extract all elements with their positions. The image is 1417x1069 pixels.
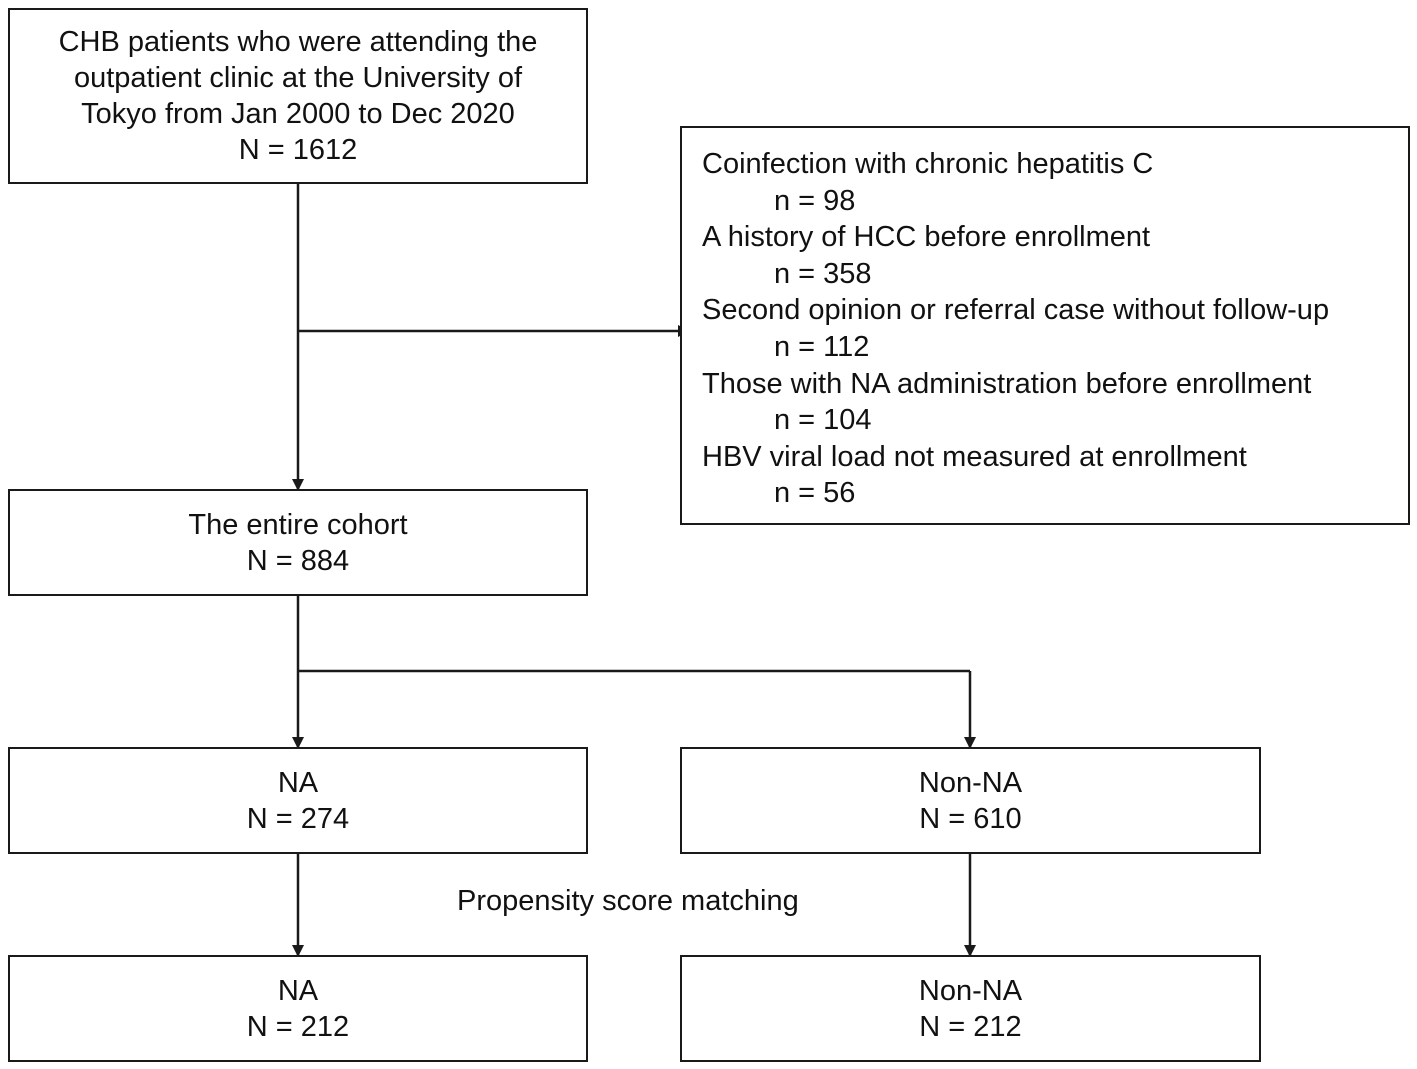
- box-entire-cohort: The entire cohort N = 884: [8, 489, 588, 596]
- exclusion-count-1: n = 98: [774, 184, 856, 217]
- non-na-group-title: Non-NA: [918, 766, 1023, 799]
- box-na-matched: NA N = 212: [8, 955, 588, 1062]
- non-na-matched-count: N = 212: [919, 1010, 1022, 1043]
- exclusion-reason-3: Second opinion or referral case without …: [702, 294, 1330, 327]
- na-matched-title: NA: [277, 974, 319, 1007]
- box-na-group: NA N = 274: [8, 747, 588, 854]
- na-group-title: NA: [277, 766, 319, 799]
- exclusion-reason-5: HBV viral load not measured at enrollmen…: [702, 440, 1247, 473]
- non-na-matched-title: Non-NA: [918, 974, 1023, 1007]
- box-initial-population: CHB patients who were attending the outp…: [8, 8, 588, 184]
- exclusion-count-5: n = 56: [774, 477, 856, 510]
- initial-population-line-1: CHB patients who were attending the: [58, 26, 538, 58]
- exclusion-count-4: n = 104: [774, 404, 872, 437]
- exclusion-count-2: n = 358: [774, 257, 872, 290]
- exclusion-reason-2: A history of HCC before enrollment: [702, 221, 1151, 254]
- na-matched-count: N = 212: [246, 1010, 350, 1043]
- propensity-score-matching-label: Propensity score matching: [457, 885, 799, 917]
- entire-cohort-count: N = 884: [246, 544, 350, 577]
- exclusion-reason-4: Those with NA administration before enro…: [702, 367, 1312, 400]
- entire-cohort-title: The entire cohort: [188, 508, 408, 541]
- exclusion-count-3: n = 112: [774, 330, 870, 363]
- na-group-count: N = 274: [246, 802, 350, 835]
- exclusion-reason-1: Coinfection with chronic hepatitis C: [702, 148, 1154, 180]
- initial-population-line-3: Tokyo from Jan 2000 to Dec 2020: [81, 98, 515, 130]
- box-non-na-matched: Non-NA N = 212: [680, 955, 1261, 1062]
- box-non-na-group: Non-NA N = 610: [680, 747, 1261, 854]
- box-exclusions: Coinfection with chronic hepatitis C n =…: [680, 126, 1410, 525]
- initial-population-count: N = 1612: [238, 134, 358, 166]
- non-na-group-count: N = 610: [919, 802, 1022, 835]
- initial-population-line-2: outpatient clinic at the University of: [73, 62, 523, 94]
